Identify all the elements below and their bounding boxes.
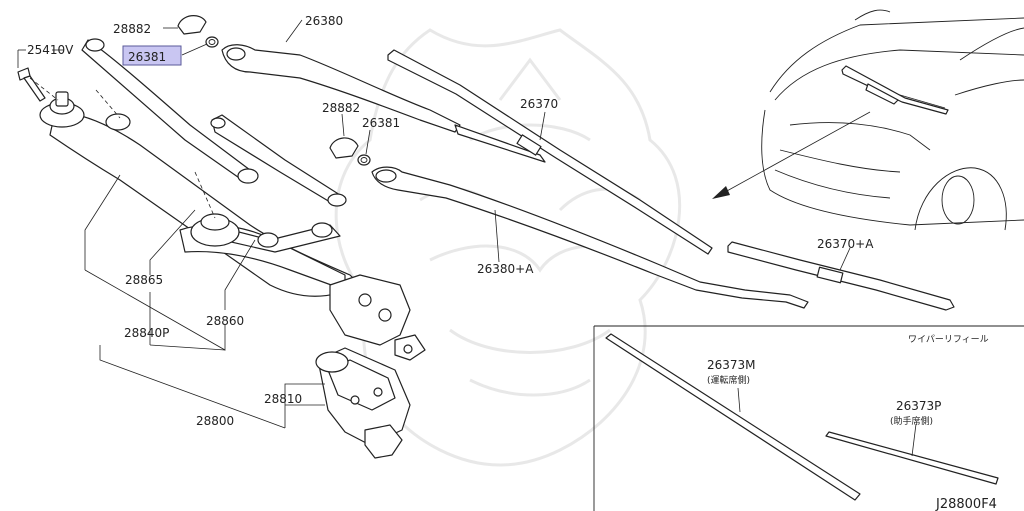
inset-title: ワイパーリフィール xyxy=(908,334,989,345)
label-26380: 26380 xyxy=(305,14,343,28)
label-28860: 28860 xyxy=(206,314,244,328)
label-25410V: 25410V xyxy=(27,43,74,57)
part-labels: 28882 26381 25410V 26380 28882 26381 263… xyxy=(27,14,874,428)
highlight-26381 xyxy=(122,45,182,66)
wiper-blade-26370 xyxy=(387,49,713,255)
label-26380A: 26380+A xyxy=(477,262,534,276)
label-26373P: 26373P xyxy=(896,399,941,413)
wiper-arm-26380 xyxy=(221,44,546,163)
label-28810: 28810 xyxy=(264,392,302,406)
label-26370: 26370 xyxy=(520,97,558,111)
label-26381-top: 26381 xyxy=(128,50,166,64)
label-28865: 28865 xyxy=(125,273,163,287)
label-28800: 28800 xyxy=(196,414,234,428)
diagram-id: J28800F4 xyxy=(935,497,997,511)
wiper-arm-26380A xyxy=(371,166,809,309)
wiper-linkage-28840P xyxy=(17,38,426,361)
label-26373M-side: (運転席側) xyxy=(707,374,750,386)
label-28882-top: 28882 xyxy=(113,22,151,36)
car-illustration xyxy=(712,9,1024,231)
label-28882-mid: 28882 xyxy=(322,101,360,115)
label-26373M: 26373M xyxy=(707,358,756,372)
label-26370A: 26370+A xyxy=(817,237,874,251)
wiper-blade-26370A xyxy=(727,241,955,311)
pivot-cap-mid xyxy=(329,137,371,166)
pivot-cap-top xyxy=(177,15,219,48)
inset-labels: ワイパーリフィール 26373M (運転席側) 26373P (助手席側) xyxy=(707,334,989,427)
leader-lines xyxy=(17,19,851,429)
wiper-motor-28810 xyxy=(315,347,411,459)
label-28840P: 28840P xyxy=(124,326,169,340)
label-26373P-side: (助手席側) xyxy=(890,415,933,427)
label-26381-mid: 26381 xyxy=(362,116,400,130)
refill-inset xyxy=(593,325,1024,511)
